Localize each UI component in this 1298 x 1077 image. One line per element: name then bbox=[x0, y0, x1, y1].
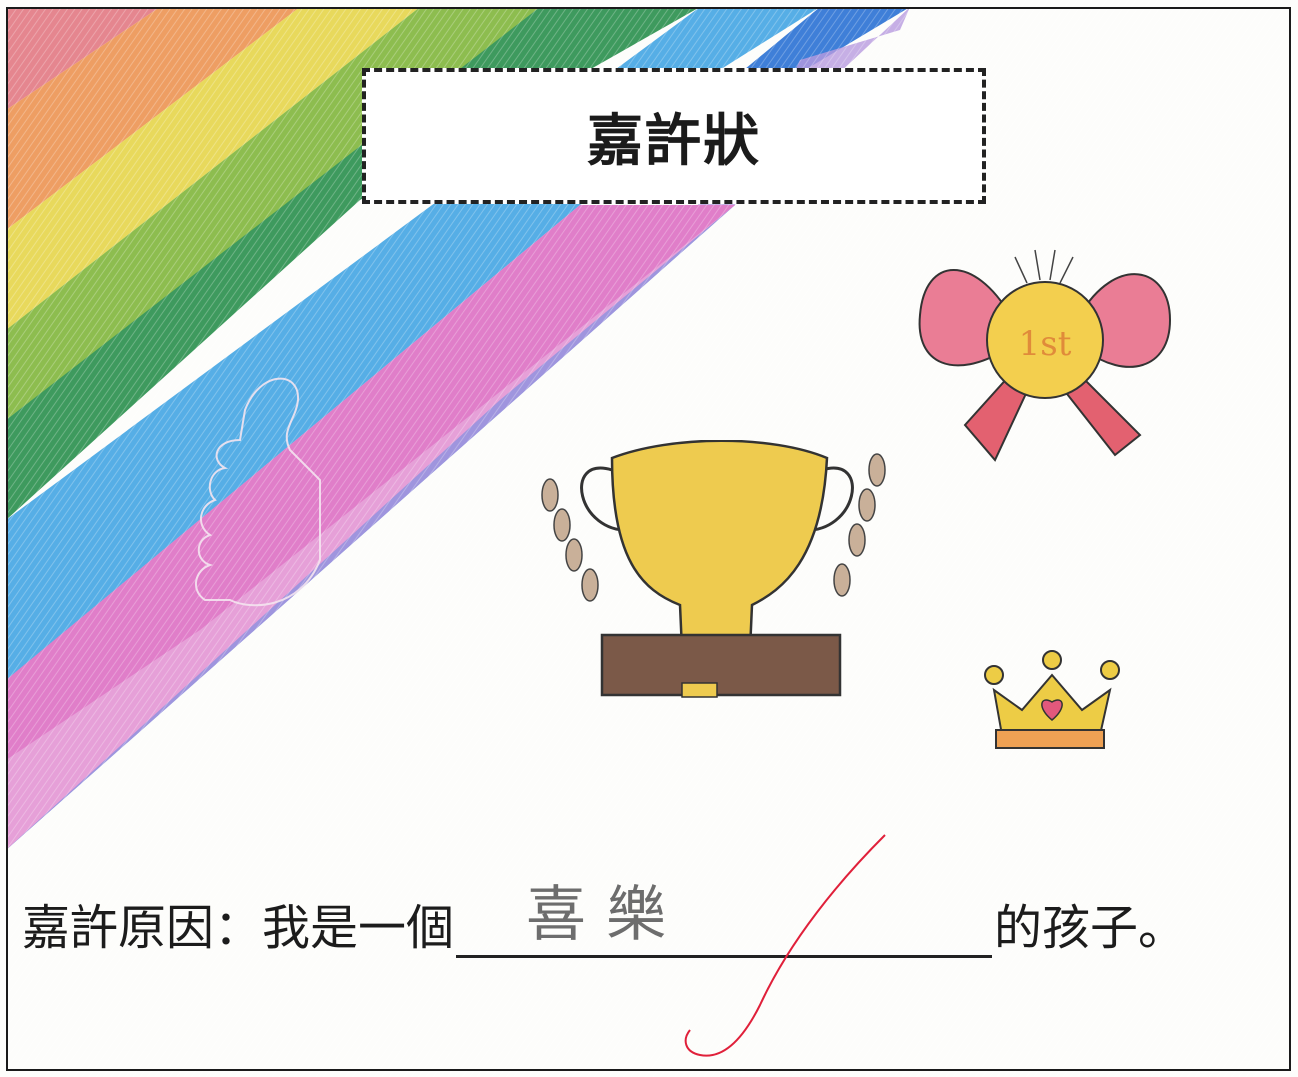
rosette-label: 1st bbox=[1019, 324, 1072, 364]
reason-suffix: 的孩子。 bbox=[994, 900, 1187, 956]
rosette-ribbon-icon: 1st bbox=[918, 249, 1172, 462]
handwritten-answer: 喜樂 bbox=[526, 880, 687, 950]
certificate-title: 嘉許狀 bbox=[587, 108, 761, 174]
heart-icon bbox=[1041, 699, 1063, 721]
check-mark-icon bbox=[684, 834, 886, 1057]
thumbs-up-icon bbox=[195, 377, 321, 607]
title-box: 嘉許狀 bbox=[362, 68, 986, 204]
crown-icon bbox=[984, 650, 1120, 749]
reason-line: 嘉許原因：我是一個 喜樂 的孩子。 bbox=[22, 880, 1187, 958]
trophy-icon bbox=[541, 440, 886, 698]
reason-prefix: 嘉許原因：我是一個 bbox=[22, 900, 455, 956]
certificate-border bbox=[6, 7, 1291, 1071]
wheat-laurel-icon bbox=[541, 453, 886, 602]
answer-blank: 喜樂 bbox=[456, 880, 993, 958]
